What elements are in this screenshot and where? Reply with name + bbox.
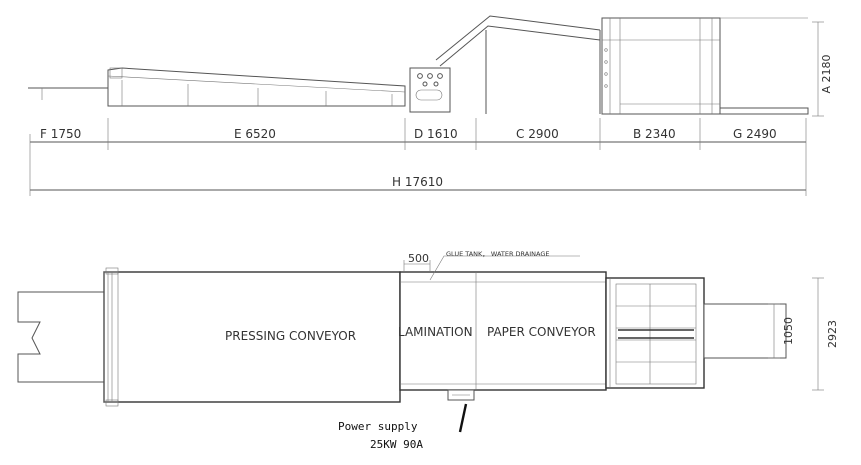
side-paper-feeder-arm [435, 15, 601, 114]
dim-2923 [812, 277, 824, 391]
side-lamination-unit [409, 67, 451, 113]
top-output-table [703, 303, 787, 359]
top-view: PRESSING CONVEYOR LAMINATION PAPER CONVE… [17, 250, 839, 451]
dim-e-label: E 6520 [234, 127, 276, 141]
dim-1050 [768, 303, 780, 359]
dim-2923-label: 2923 [826, 320, 839, 348]
top-stacker [605, 277, 705, 389]
lamination-label: LAMINATION [398, 325, 473, 339]
height-dimension [812, 21, 824, 117]
dim-c-label: C 2900 [516, 127, 559, 141]
dim-f-label: F 1750 [40, 127, 81, 141]
dim-d-label: D 1610 [414, 127, 458, 141]
dim-h-label: H 17610 [392, 175, 443, 189]
glue-tank-label: GLUE TANK， WATER DRAINAGE [446, 250, 550, 258]
top-feeder-outline [17, 291, 104, 383]
segment-dimension-line [29, 118, 807, 150]
top-pressing-conveyor [103, 267, 401, 407]
glue-tank-leader [429, 255, 580, 281]
overall-dimension-line [29, 150, 807, 196]
dim-g-label: G 2490 [733, 127, 777, 141]
side-view: A 2180 F 1750 E 6520 D 1610 C 2900 B 234… [28, 15, 833, 196]
power-rating-label: 25KW 90A [370, 438, 423, 451]
power-supply-box [447, 389, 475, 433]
side-conveyor [107, 67, 406, 107]
paper-conveyor-label: PAPER CONVEYOR [487, 325, 596, 339]
dim-500-label: 500 [408, 252, 429, 265]
pressing-conveyor-label: PRESSING CONVEYOR [225, 329, 356, 343]
power-supply-label: Power supply [338, 420, 418, 433]
side-stacker-unit [601, 17, 721, 115]
dim-1050-label: 1050 [782, 317, 795, 345]
dim-b-label: B 2340 [633, 127, 676, 141]
dim-a-label: A 2180 [820, 54, 833, 93]
side-output-table [719, 17, 809, 115]
